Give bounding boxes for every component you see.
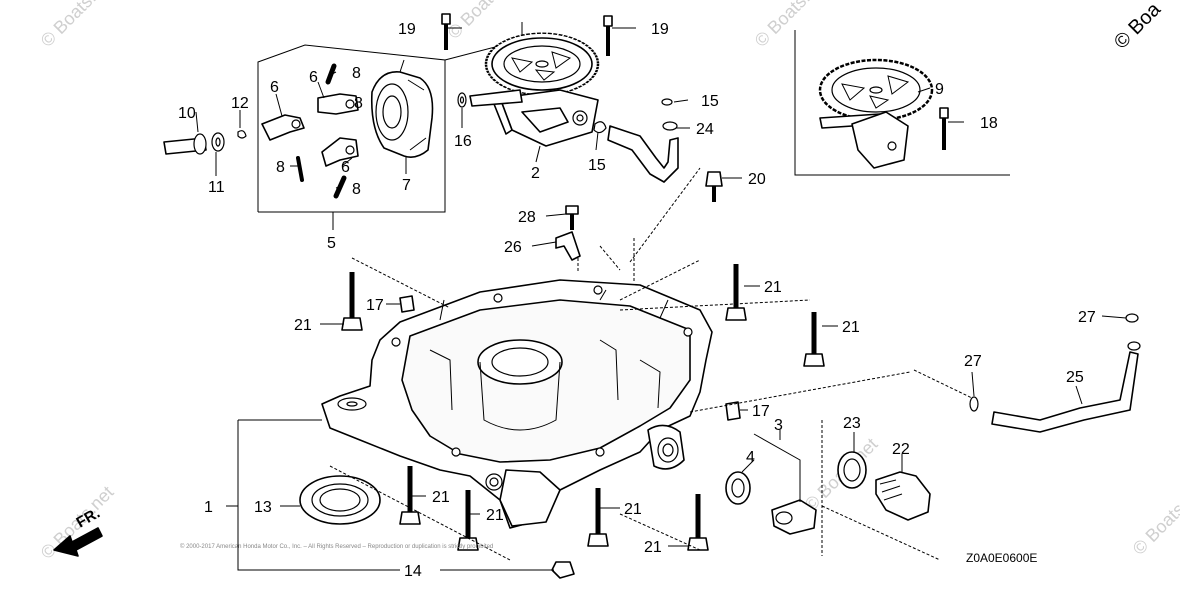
callout-18: 18 bbox=[980, 115, 998, 132]
governor-gear-housing bbox=[441, 13, 679, 183]
callout-8: 8 bbox=[276, 159, 285, 176]
callout-8: 8 bbox=[352, 65, 361, 82]
callout-24: 24 bbox=[696, 121, 714, 138]
callout-15: 15 bbox=[701, 93, 719, 110]
callout-9: 9 bbox=[935, 81, 944, 98]
callout-19: 19 bbox=[651, 21, 669, 38]
callout-27: 27 bbox=[1078, 309, 1096, 326]
callout-28: 28 bbox=[518, 209, 536, 226]
watermark: © Boats.net bbox=[444, 0, 525, 43]
callout-13: 13 bbox=[254, 499, 272, 516]
oil-pump-assembly bbox=[163, 44, 446, 230]
callout-21: 21 bbox=[764, 279, 782, 296]
callout-17: 17 bbox=[366, 297, 384, 314]
watermarks: © Boats.net © Boats.net © Boats.net © Bo… bbox=[37, 0, 1180, 563]
callout-12: 12 bbox=[231, 95, 249, 112]
callout-11: 11 bbox=[208, 179, 225, 196]
callout-6: 6 bbox=[270, 79, 279, 96]
governor-gear-assembly bbox=[794, 30, 1010, 176]
fasteners bbox=[299, 171, 1141, 579]
callout-7: 7 bbox=[402, 177, 411, 194]
callout-8: 8 bbox=[352, 181, 361, 198]
callout-14: 14 bbox=[404, 563, 422, 580]
copyright-fine-print: © 2000-2017 American Honda Motor Co., In… bbox=[180, 543, 493, 550]
callout-10: 10 bbox=[178, 105, 196, 122]
callout-19: 19 bbox=[398, 21, 416, 38]
callout-25: 25 bbox=[1066, 369, 1084, 386]
leader-lines bbox=[195, 27, 1127, 571]
callout-21: 21 bbox=[432, 489, 450, 506]
watermark: © Boats.net bbox=[1129, 478, 1180, 559]
callout-4: 4 bbox=[746, 449, 755, 466]
callout-26: 26 bbox=[504, 239, 522, 256]
diagram-code: Z0A0E0600E bbox=[966, 551, 1037, 565]
callout-22: 22 bbox=[892, 441, 910, 458]
callout-20: 20 bbox=[748, 171, 766, 188]
callout-15: 15 bbox=[588, 157, 606, 174]
front-direction-indicator: FR. bbox=[53, 505, 103, 557]
callout-1: 1 bbox=[204, 499, 213, 516]
callout-6: 6 bbox=[341, 159, 350, 176]
watermark: © Boats.net bbox=[751, 0, 832, 51]
crankcase-cover bbox=[321, 279, 713, 529]
callout-27: 27 bbox=[964, 353, 982, 370]
callout-16: 16 bbox=[454, 133, 472, 150]
callout-21: 21 bbox=[624, 501, 642, 518]
callout-21: 21 bbox=[644, 539, 662, 556]
callout-21: 21 bbox=[842, 319, 860, 336]
watermark-corner: © Boa bbox=[1110, 0, 1166, 54]
callout-5: 5 bbox=[327, 235, 336, 252]
callout-2: 2 bbox=[531, 165, 540, 182]
callout-23: 23 bbox=[843, 415, 861, 432]
callout-3: 3 bbox=[774, 417, 783, 434]
watermark: © Boats.net bbox=[37, 0, 118, 51]
callout-8: 8 bbox=[354, 95, 363, 112]
callout-labels: 1 2 3 4 5 6 6 6 7 8 8 8 8 9 10 11 12 13 … bbox=[178, 21, 1096, 580]
callout-6: 6 bbox=[309, 69, 318, 86]
callout-17: 17 bbox=[752, 403, 770, 420]
callout-21: 21 bbox=[486, 507, 504, 524]
callout-21: 21 bbox=[294, 317, 312, 334]
